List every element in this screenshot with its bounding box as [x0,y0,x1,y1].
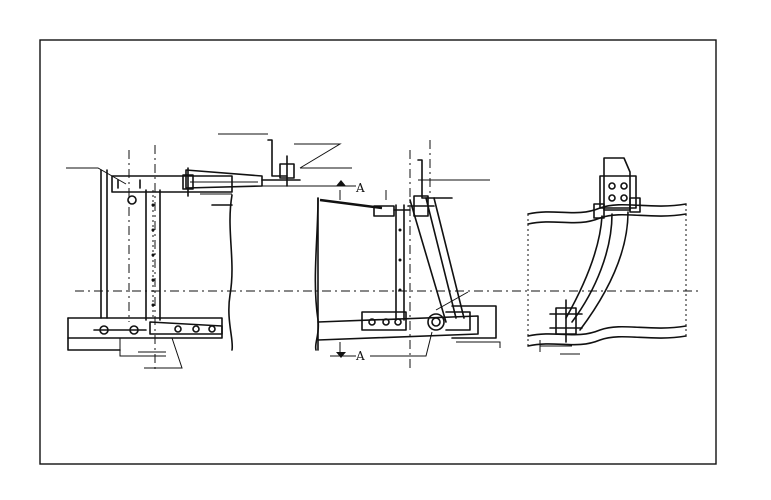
section-mark-top [330,180,356,200]
drawing-border [39,39,717,465]
section-mark-top-label: A [355,181,365,195]
front-spar-view [66,133,352,372]
section-mark-bottom [330,342,356,358]
section-mark-bottom-label: A [355,349,365,363]
section-aa-view [527,157,687,355]
rear-spar-view [314,140,501,370]
